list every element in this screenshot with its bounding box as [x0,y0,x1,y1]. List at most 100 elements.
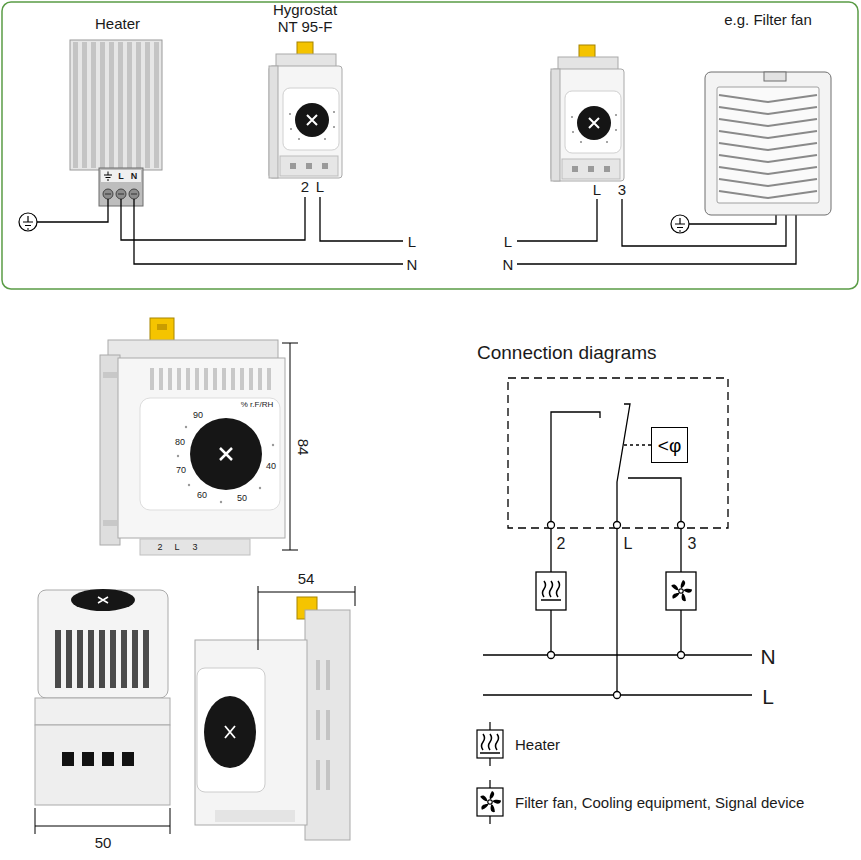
hygrostat-side-view [215,810,295,822]
heater-illustration [118,42,123,168]
hygrostat-drawing [269,42,342,178]
legend-text: Filter fan, Cooling equipment, Signal de… [515,795,804,810]
terminal-label: L [174,543,179,552]
hygrostat-bottom-view [82,752,94,766]
terminal-label: 2 [157,543,162,552]
circuit-diagram [508,378,728,528]
hygrostat-bottom-view [132,630,138,688]
ground-symbol [675,218,685,231]
circuit-diagram [614,692,621,699]
circuit-diagram [678,652,685,659]
heater-illustration [91,42,96,168]
hygrostat-bottom-view [35,589,170,805]
filter-fan-illustration [705,72,831,215]
filter-fan-illustration [719,143,817,150]
filter-fan-illustration [719,119,817,126]
terminal-label: 3 [618,182,626,197]
hygrostat-front-view [204,368,208,390]
heater-illustration [101,170,141,182]
terminal-label: N [131,172,138,181]
wiring [517,215,796,264]
hygrostat-front-view [220,501,222,503]
hygrostat-front-view [108,340,278,360]
scale-number: 60 [197,491,207,500]
line-label: N [760,646,775,667]
scale-number: 70 [176,466,186,475]
dimension-line [35,808,170,834]
terminal-label: L [593,182,601,197]
hygrostat-front-view [100,318,285,555]
filter-fan-illustration [719,95,817,198]
wire [121,197,305,240]
hygrostat-side-view [326,660,330,690]
filter-fan-illustration [719,155,817,162]
ground-symbol [23,216,33,229]
heater-symbol [541,581,561,600]
hygrostat-bottom-view [110,630,116,688]
ground-symbol [671,215,689,233]
ground-symbol [671,215,689,233]
line-label: N [407,257,418,272]
heater-illustration [154,42,159,168]
terminal-label: L [624,536,633,552]
dimension: 50 [95,835,112,850]
hygrostat-front-view [272,444,274,446]
circuit-diagram [678,522,685,529]
hygrostat-bottom-view [102,752,114,766]
hygrostat-bottom-view [35,698,170,725]
heater-illustration [70,40,162,206]
hygrostat-front-view [140,398,280,510]
hygrostat-bottom-view [88,630,94,688]
hygrostat-bottom-view [99,630,105,688]
hygrostat-bottom-view [66,630,72,688]
hygrostat-bottom-view [35,725,170,805]
scale-number: 40 [266,462,276,471]
hygrostat-front-view [168,368,172,390]
hygrostat-bottom-view [122,752,134,766]
heater-illustration [105,194,137,195]
hygrostat-unit: Hygrostat NT 95-F [255,2,355,197]
heater-symbol [480,734,500,753]
filter-fan-illustration [719,179,817,186]
ground-symbol [19,213,37,231]
hygrostat-front-view [157,324,167,330]
fan-symbol [479,791,501,813]
hygrostat-front-view [267,368,271,390]
heater-illustration [127,42,132,168]
circuit-diagram [483,378,752,699]
hygrostat-side-view [225,726,235,738]
circuit-diagram [614,522,621,529]
wiring [517,199,597,241]
hygrostat-front-view [177,368,181,390]
node-label: Heater [62,16,174,33]
circuit-diagram [617,404,630,521]
hygrostat-side-view [195,597,350,840]
heater-illustration [70,40,162,170]
circuit-diagram [628,478,681,521]
legend-sample [477,788,503,816]
fan-symbol [670,580,692,602]
hygrostat-bottom-view [143,630,149,688]
hygrostat-front-view [118,358,285,538]
scale-number: 50 [237,494,247,503]
dimension: 54 [298,571,315,586]
terminal-label: L [316,179,324,194]
circuit-diagram [666,572,696,610]
terminal-label: 3 [688,536,697,552]
hygrostat-front-view [190,418,262,490]
circuit-diagram [548,522,555,529]
panel-border [2,2,858,289]
hygrostat-side-view [326,710,330,740]
hygrostat-bottom-view [38,590,168,698]
hygrostat-front-view [222,368,226,390]
heater-illustration [136,42,141,168]
filter-fan-illustration [719,95,817,102]
hygrostat-bottom-view [77,630,83,688]
circuit-diagram [536,572,566,610]
hygrostat-bottom-view [71,589,135,611]
line-label: L [408,234,416,249]
ground-symbol [19,213,37,231]
line-label: L [504,234,512,249]
